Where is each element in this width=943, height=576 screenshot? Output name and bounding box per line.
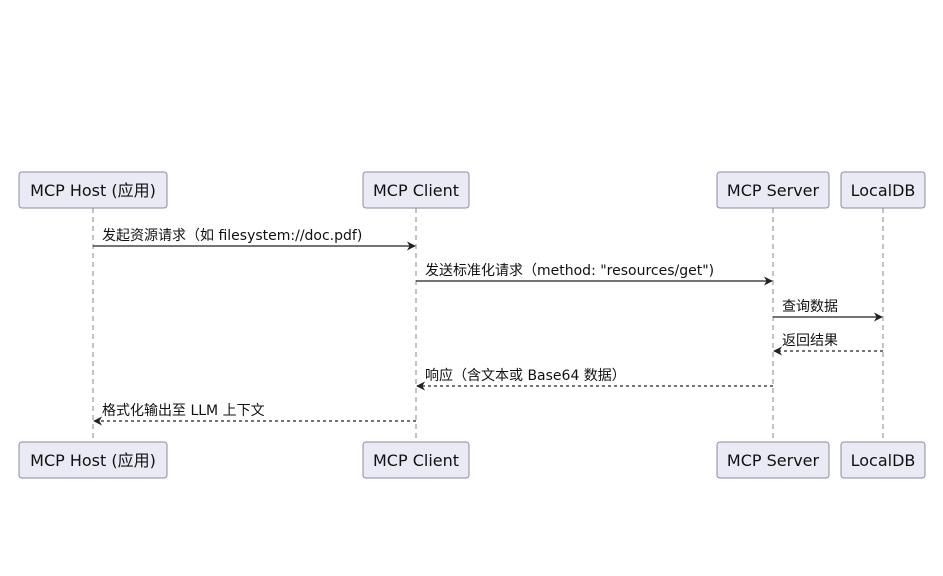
actor-box	[716, 441, 830, 479]
message-3: 查询数据	[773, 299, 883, 322]
actor-label: MCP Server	[727, 181, 820, 200]
actor-host-top: MCP Host (应用)	[18, 171, 168, 209]
actor-db-bottom: LocalDB	[840, 441, 926, 479]
actor-server-top: MCP Server	[716, 171, 830, 209]
actor-label: MCP Server	[727, 451, 820, 470]
actor-box	[362, 441, 470, 479]
actor-label: MCP Client	[373, 451, 459, 470]
actor-db-top: LocalDB	[840, 171, 926, 209]
actor-label: MCP Host (应用)	[30, 181, 156, 200]
message-5: 响应（含文本或 Base64 数据）	[416, 367, 773, 391]
message-6: 格式化输出至 LLM 上下文	[93, 403, 416, 426]
message-4: 返回结果	[773, 333, 883, 356]
actor-label: MCP Client	[373, 181, 459, 200]
actor-box	[840, 441, 926, 479]
message-2: 发送标准化请求（method: "resources/get")	[416, 263, 773, 286]
actor-client-top: MCP Client	[362, 171, 470, 209]
message-label: 发送标准化请求（method: "resources/get")	[425, 263, 714, 279]
message-label: 返回结果	[782, 333, 838, 349]
actor-box	[18, 171, 168, 209]
actor-host-bottom: MCP Host (应用)	[18, 441, 168, 479]
message-label: 查询数据	[782, 299, 838, 315]
actor-box	[840, 171, 926, 209]
actor-box	[716, 171, 830, 209]
actor-label: LocalDB	[851, 451, 916, 470]
actor-box	[362, 171, 470, 209]
actor-box	[18, 441, 168, 479]
message-label: 格式化输出至 LLM 上下文	[102, 403, 265, 419]
actor-label: LocalDB	[851, 181, 916, 200]
message-label: 发起资源请求（如 filesystem://doc.pdf)	[102, 228, 362, 244]
actor-client-bottom: MCP Client	[362, 441, 470, 479]
message-1: 发起资源请求（如 filesystem://doc.pdf)	[93, 228, 416, 251]
actor-label: MCP Host (应用)	[30, 451, 156, 470]
actor-server-bottom: MCP Server	[716, 441, 830, 479]
message-label: 响应（含文本或 Base64 数据）	[425, 367, 626, 384]
